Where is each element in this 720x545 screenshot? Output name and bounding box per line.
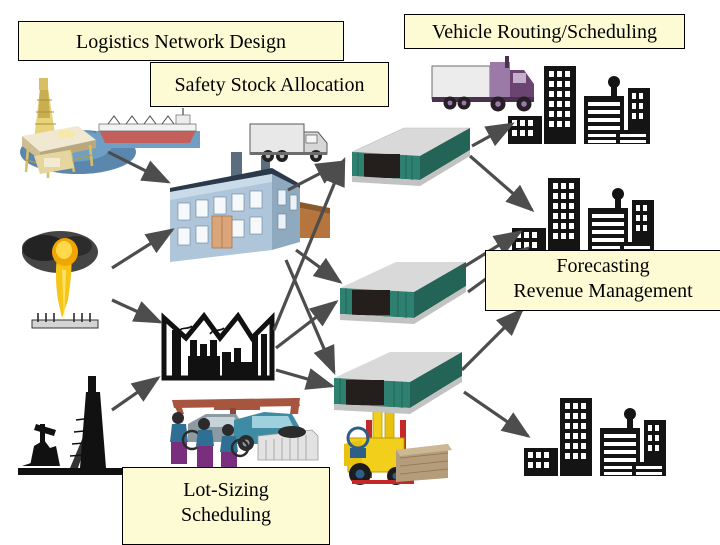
label-forecasting-revenue-management[interactable]: Forecasting Revenue Management [485, 250, 720, 311]
forklift-icon [344, 403, 452, 485]
industrial-plant-icon [161, 311, 275, 381]
label-logistics-network-design[interactable]: Logistics Network Design [18, 21, 344, 61]
arrow-warehouse-bottom-to-city-bottom [463, 390, 531, 438]
label-text-line-1: Lot-Sizing [183, 479, 269, 501]
arrow-factory-to-warehouse-bottom [284, 259, 336, 375]
arrow-platform-to-factory [107, 150, 171, 184]
assembly-line-icon [170, 398, 319, 470]
arrow-plant-to-warehouse-bottom [275, 368, 336, 390]
label-text: Logistics Network Design [76, 31, 286, 53]
gas-flare-icon [22, 231, 99, 329]
arrow-derrick-to-plant [111, 376, 161, 412]
label-text: Vehicle Routing/Scheduling [432, 21, 657, 43]
oil-derrick-icon [18, 376, 128, 475]
city-buildings-icon [524, 398, 666, 476]
warehouse-icon [340, 262, 466, 324]
arrow-factory-to-warehouse-mid [295, 248, 343, 284]
arrow-warehouse-bottom-to-city-mid [460, 307, 525, 372]
label-lot-sizing-scheduling[interactable]: Lot-Sizing Scheduling [122, 467, 330, 545]
warehouse-icon [334, 352, 462, 414]
arrow-flare-to-plant [111, 298, 163, 324]
label-text-line-2: Revenue Management [513, 280, 693, 302]
arrow-warehouse-top-to-city-top [471, 122, 515, 148]
warehouse-icon [351, 127, 472, 186]
cargo-ship-icon [96, 108, 200, 148]
label-text: Safety Stock Allocation [174, 74, 365, 96]
delivery-truck-icon [249, 123, 328, 162]
arrow-plant-to-warehouse-top [272, 157, 346, 331]
semi-truck-icon [431, 56, 534, 112]
label-text-line-2: Scheduling [181, 504, 271, 526]
label-text-line-1: Forecasting [556, 255, 650, 277]
label-safety-stock-allocation[interactable]: Safety Stock Allocation [150, 62, 389, 107]
arrow-warehouse-top-to-city-mid [468, 154, 535, 213]
city-buildings-icon [508, 66, 650, 144]
arrow-flare-to-factory [111, 228, 175, 270]
label-vehicle-routing-scheduling[interactable]: Vehicle Routing/Scheduling [404, 14, 685, 49]
arrow-plant-to-warehouse-mid [275, 300, 339, 350]
